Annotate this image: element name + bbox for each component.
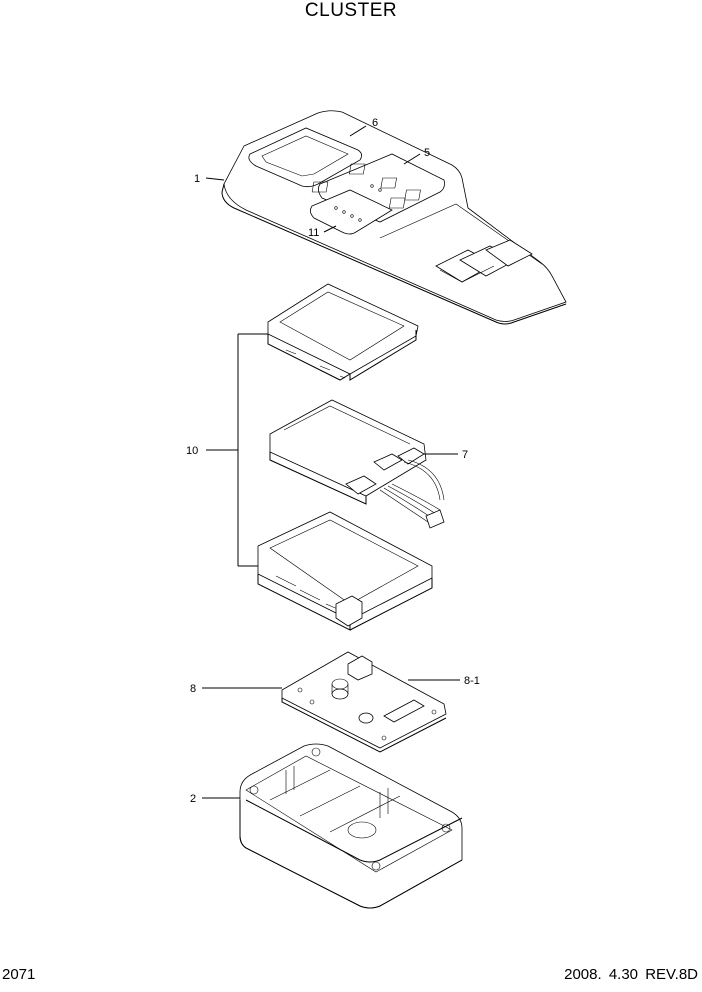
part-10-case-lower-tray bbox=[257, 511, 433, 631]
callout-6: 6 bbox=[372, 117, 378, 129]
callout-1: 1 bbox=[194, 173, 200, 185]
callout-11: 11 bbox=[308, 227, 319, 239]
callout-10: 10 bbox=[186, 445, 198, 457]
callout-5: 5 bbox=[424, 147, 430, 159]
callout-8-1: 8-1 bbox=[464, 675, 480, 687]
part-1-cluster-cover bbox=[221, 110, 567, 325]
part-10-case-upper-frame bbox=[267, 283, 419, 381]
revision-date: 2008. 4.30 REV.8D bbox=[564, 966, 698, 983]
leader-lines bbox=[202, 125, 460, 799]
callout-2: 2 bbox=[190, 793, 196, 805]
callout-7: 7 bbox=[462, 449, 468, 461]
page-number: 2071 bbox=[2, 966, 36, 983]
callout-8: 8 bbox=[190, 683, 196, 695]
page-title: CLUSTER bbox=[304, 0, 398, 21]
part-2-bottom-case bbox=[239, 743, 463, 909]
part-7-circuit-board-module bbox=[269, 399, 445, 529]
part-8-pcb bbox=[281, 651, 447, 753]
